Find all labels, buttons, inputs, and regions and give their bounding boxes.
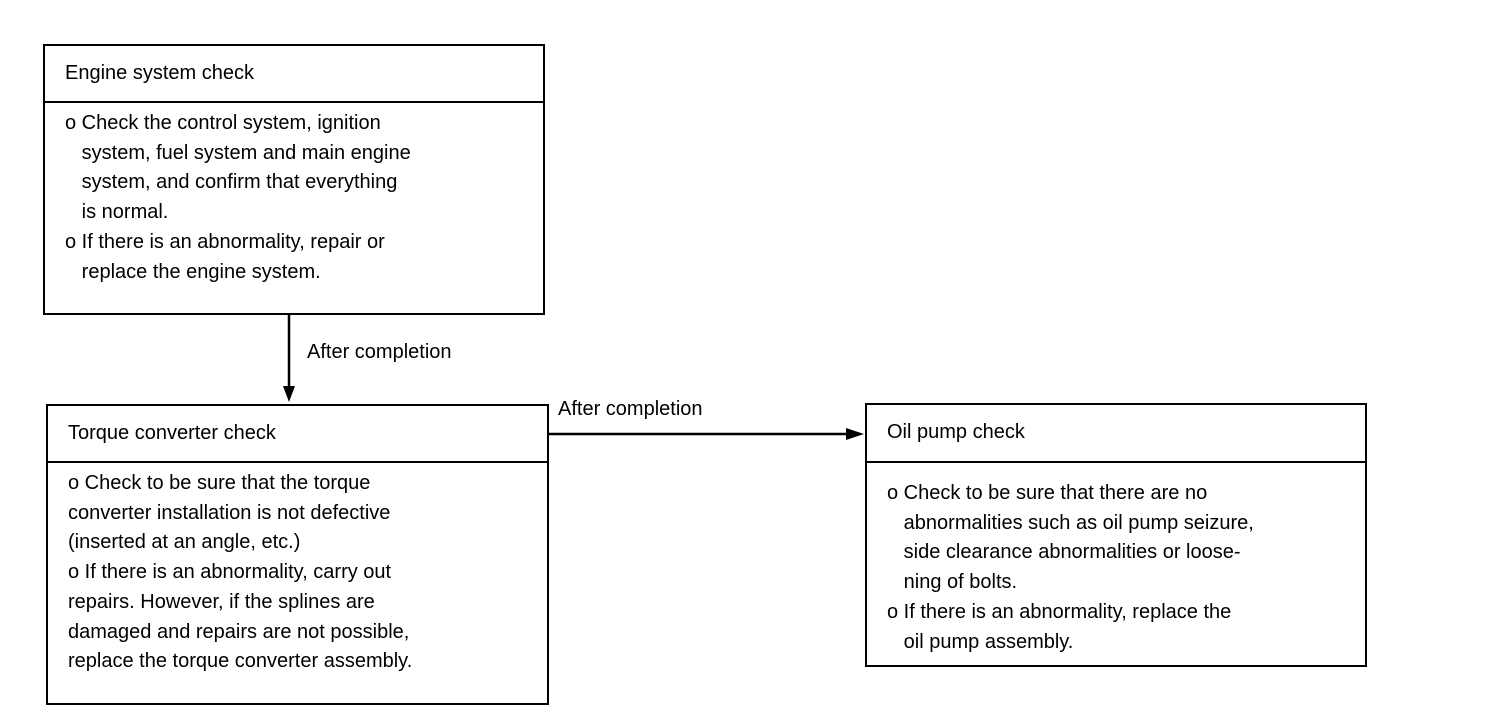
engine-line-5: o If there is an abnormality, repair or [65, 230, 385, 253]
oilpump-line-6: oil pump assembly. [887, 630, 1074, 653]
oilpump-line-3: side clearance abnormalities or loose- [887, 541, 1241, 564]
oil-pump-check-box: Oil pump check o Check to be sure that t… [865, 403, 1367, 667]
connector-label-torque-to-oilpump: After completion [558, 398, 703, 420]
torque-line-1: o Check to be sure that the torque [68, 472, 371, 494]
arrow-torque-to-oilpump [549, 428, 864, 440]
torque-line-6: damaged and repairs are not possible, [68, 620, 410, 643]
engine-system-check-body: o Check the control system, ignition sys… [45, 109, 543, 287]
torque-line-2: converter installation is not defective [68, 501, 391, 524]
engine-system-check-title: Engine system check [45, 46, 543, 103]
engine-line-4: is normal. [65, 201, 169, 224]
oilpump-line-4: ning of bolts. [887, 571, 1018, 594]
torque-line-7: replace the torque converter assembly. [68, 650, 413, 673]
torque-converter-check-box: Torque converter check o Check to be sur… [46, 404, 549, 705]
oil-pump-check-title: Oil pump check [867, 405, 1365, 463]
torque-converter-check-title: Torque converter check [48, 406, 547, 463]
torque-line-3: (inserted at an angle, etc.) [68, 531, 301, 554]
torque-line-4: o If there is an abnormality, carry out [68, 561, 392, 584]
engine-line-6: replace the engine system. [65, 260, 321, 283]
oilpump-line-1: o Check to be sure that there are no [887, 482, 1208, 504]
connector-label-engine-to-torque: After completion [307, 341, 452, 363]
arrow-engine-to-torque [283, 315, 295, 402]
oil-pump-check-body: o Check to be sure that there are no abn… [867, 479, 1365, 657]
engine-system-check-box: Engine system check o Check the control … [43, 44, 545, 315]
engine-line-3: system, and confirm that everything [65, 171, 398, 194]
oilpump-line-2: abnormalities such as oil pump seizure, [887, 511, 1254, 534]
engine-line-2: system, fuel system and main engine [65, 141, 411, 164]
torque-line-5: repairs. However, if the splines are [68, 590, 375, 613]
oilpump-line-5: o If there is an abnormality, replace th… [887, 600, 1232, 623]
torque-converter-check-body: o Check to be sure that the torque conve… [48, 469, 547, 677]
engine-line-1: o Check the control system, ignition [65, 112, 381, 134]
